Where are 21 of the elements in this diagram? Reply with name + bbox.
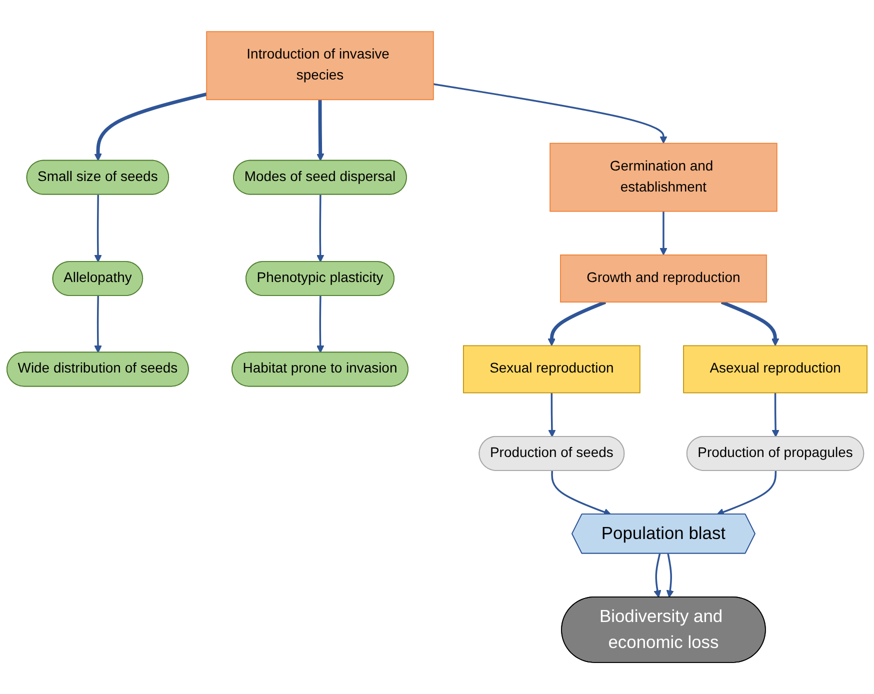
node-box: Asexual reproduction	[683, 345, 868, 394]
arrow	[548, 392, 556, 438]
arrow	[433, 83, 668, 144]
arrow	[94, 194, 102, 262]
node-box: Germination and establishment	[550, 142, 778, 212]
arrow	[660, 211, 668, 256]
arrow	[772, 392, 780, 438]
node-box: Growth and reproduction	[560, 254, 767, 302]
arrow	[94, 92, 208, 162]
arrow	[548, 300, 606, 346]
arrow	[666, 554, 674, 598]
arrow	[716, 470, 777, 516]
node-box: Introduction of invasive species	[206, 31, 434, 100]
arrow	[316, 296, 324, 354]
arrow	[551, 470, 612, 516]
arrow	[316, 100, 324, 162]
node-box: Sexual reproduction	[462, 345, 640, 394]
arrow	[94, 296, 102, 354]
arrow	[654, 554, 662, 598]
arrow	[316, 194, 324, 262]
arrow	[720, 300, 780, 346]
